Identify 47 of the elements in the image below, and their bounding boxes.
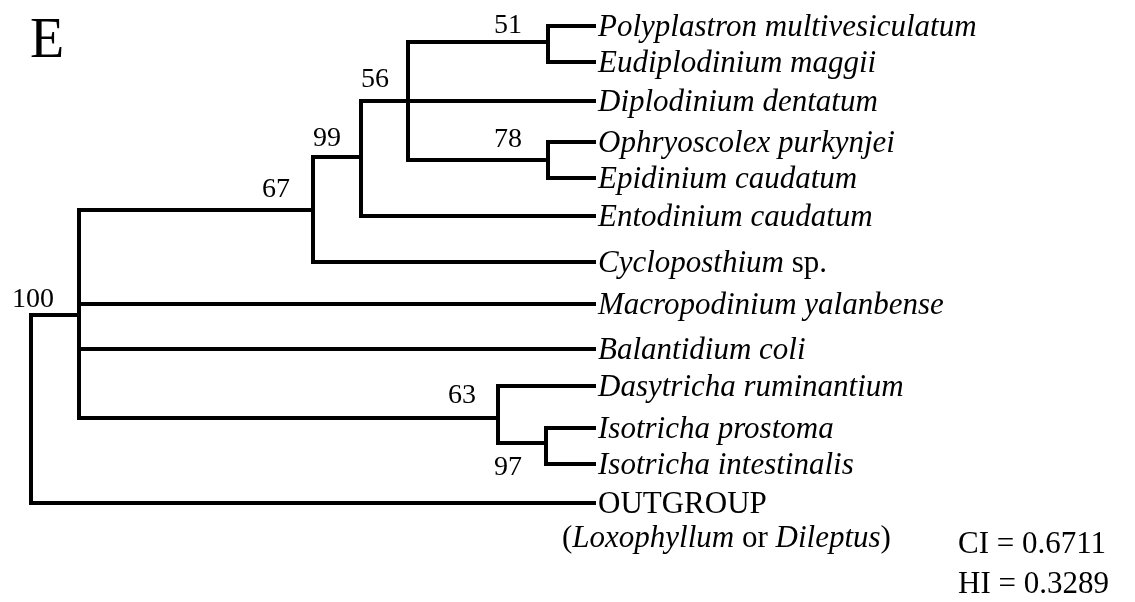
clade-junction-bar bbox=[359, 99, 363, 218]
tree-branch bbox=[550, 60, 596, 64]
taxon-name: Isotricha prostoma bbox=[596, 410, 834, 446]
taxon-name: Cycloposthium sp. bbox=[596, 244, 828, 280]
tree-branch bbox=[410, 158, 546, 162]
clade-junction-bar bbox=[546, 140, 550, 180]
tree-branch bbox=[33, 313, 77, 317]
tree-branch bbox=[315, 155, 359, 159]
tree-branch bbox=[548, 426, 596, 430]
homoplasy-index: HI = 0.3289 bbox=[958, 566, 1109, 601]
taxon-note: (Loxophyllum or Dileptus) bbox=[562, 520, 891, 554]
taxon-name: Entodinium caudatum bbox=[596, 198, 873, 234]
tree-branch bbox=[81, 416, 496, 420]
tree-branch bbox=[550, 140, 596, 144]
taxon-name: Diplodinium dentatum bbox=[596, 83, 878, 119]
tree-branch bbox=[500, 441, 544, 445]
tree-branch bbox=[81, 208, 311, 212]
taxon-name: Epidinium caudatum bbox=[596, 160, 858, 196]
tree-branch bbox=[315, 260, 596, 264]
taxon-name: Macropodinium yalanbense bbox=[596, 286, 944, 322]
tree-branch bbox=[500, 384, 596, 388]
tree-branch bbox=[410, 40, 546, 44]
clade-junction-bar bbox=[29, 313, 33, 505]
tree-branch bbox=[410, 99, 596, 103]
tree-branch bbox=[363, 214, 596, 218]
tree-branch bbox=[33, 501, 596, 505]
clade-junction-bar bbox=[496, 384, 500, 445]
taxon-name: Ophryoscolex purkynjei bbox=[596, 124, 895, 160]
taxon-name: Polyplastron multivesiculatum bbox=[596, 8, 977, 44]
clade-junction-bar bbox=[544, 426, 548, 466]
clade-junction-bar bbox=[77, 208, 81, 420]
clade-junction-bar bbox=[546, 24, 550, 64]
tree-branch bbox=[550, 176, 596, 180]
consistency-index: CI = 0.6711 bbox=[958, 526, 1107, 561]
tree-branch bbox=[548, 462, 596, 466]
panel-letter: E bbox=[30, 8, 65, 70]
taxon-name: Dasytricha ruminantium bbox=[596, 368, 904, 404]
taxon-name: OUTGROUP bbox=[596, 485, 767, 521]
tree-branch bbox=[81, 347, 596, 351]
taxon-name: Balantidium coli bbox=[596, 331, 806, 367]
clade-junction-bar bbox=[406, 40, 410, 162]
tree-branch bbox=[81, 302, 596, 306]
tree-branch bbox=[363, 99, 406, 103]
tree-branch bbox=[550, 24, 596, 28]
taxon-name: Eudiplodinium maggii bbox=[596, 44, 877, 80]
clade-junction-bar bbox=[311, 155, 315, 264]
taxon-name: Isotricha intestinalis bbox=[596, 446, 854, 482]
